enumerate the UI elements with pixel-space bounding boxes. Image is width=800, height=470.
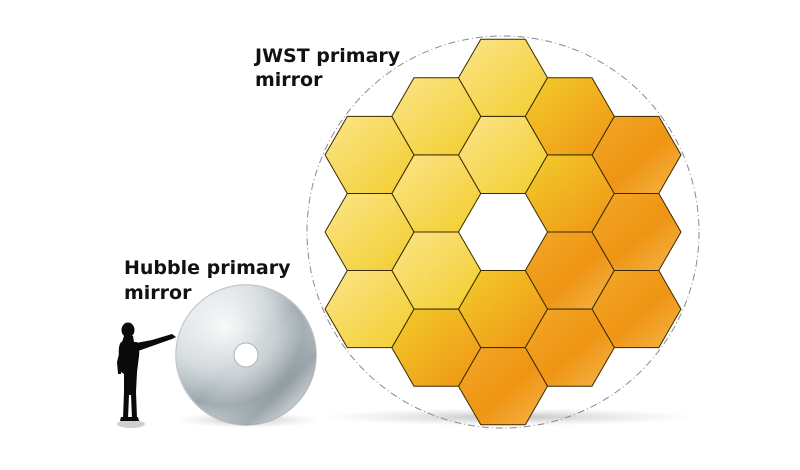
hubble-label-line1: Hubble primary: [124, 257, 291, 279]
hubble-label-line2: mirror: [124, 282, 192, 304]
jwst-segment: [524, 77, 615, 156]
person-shadow: [117, 420, 145, 428]
jwst-label-line2: mirror: [255, 69, 323, 91]
hubble-center-hole: [233, 342, 259, 368]
hubble-mirror-icon: [175, 284, 317, 426]
jwst-mirror-icon: [324, 38, 682, 426]
jwst-label-line1: JWST primary: [253, 45, 401, 67]
jwst-outline-circle: [306, 35, 700, 429]
person-silhouette-icon: [117, 322, 176, 421]
